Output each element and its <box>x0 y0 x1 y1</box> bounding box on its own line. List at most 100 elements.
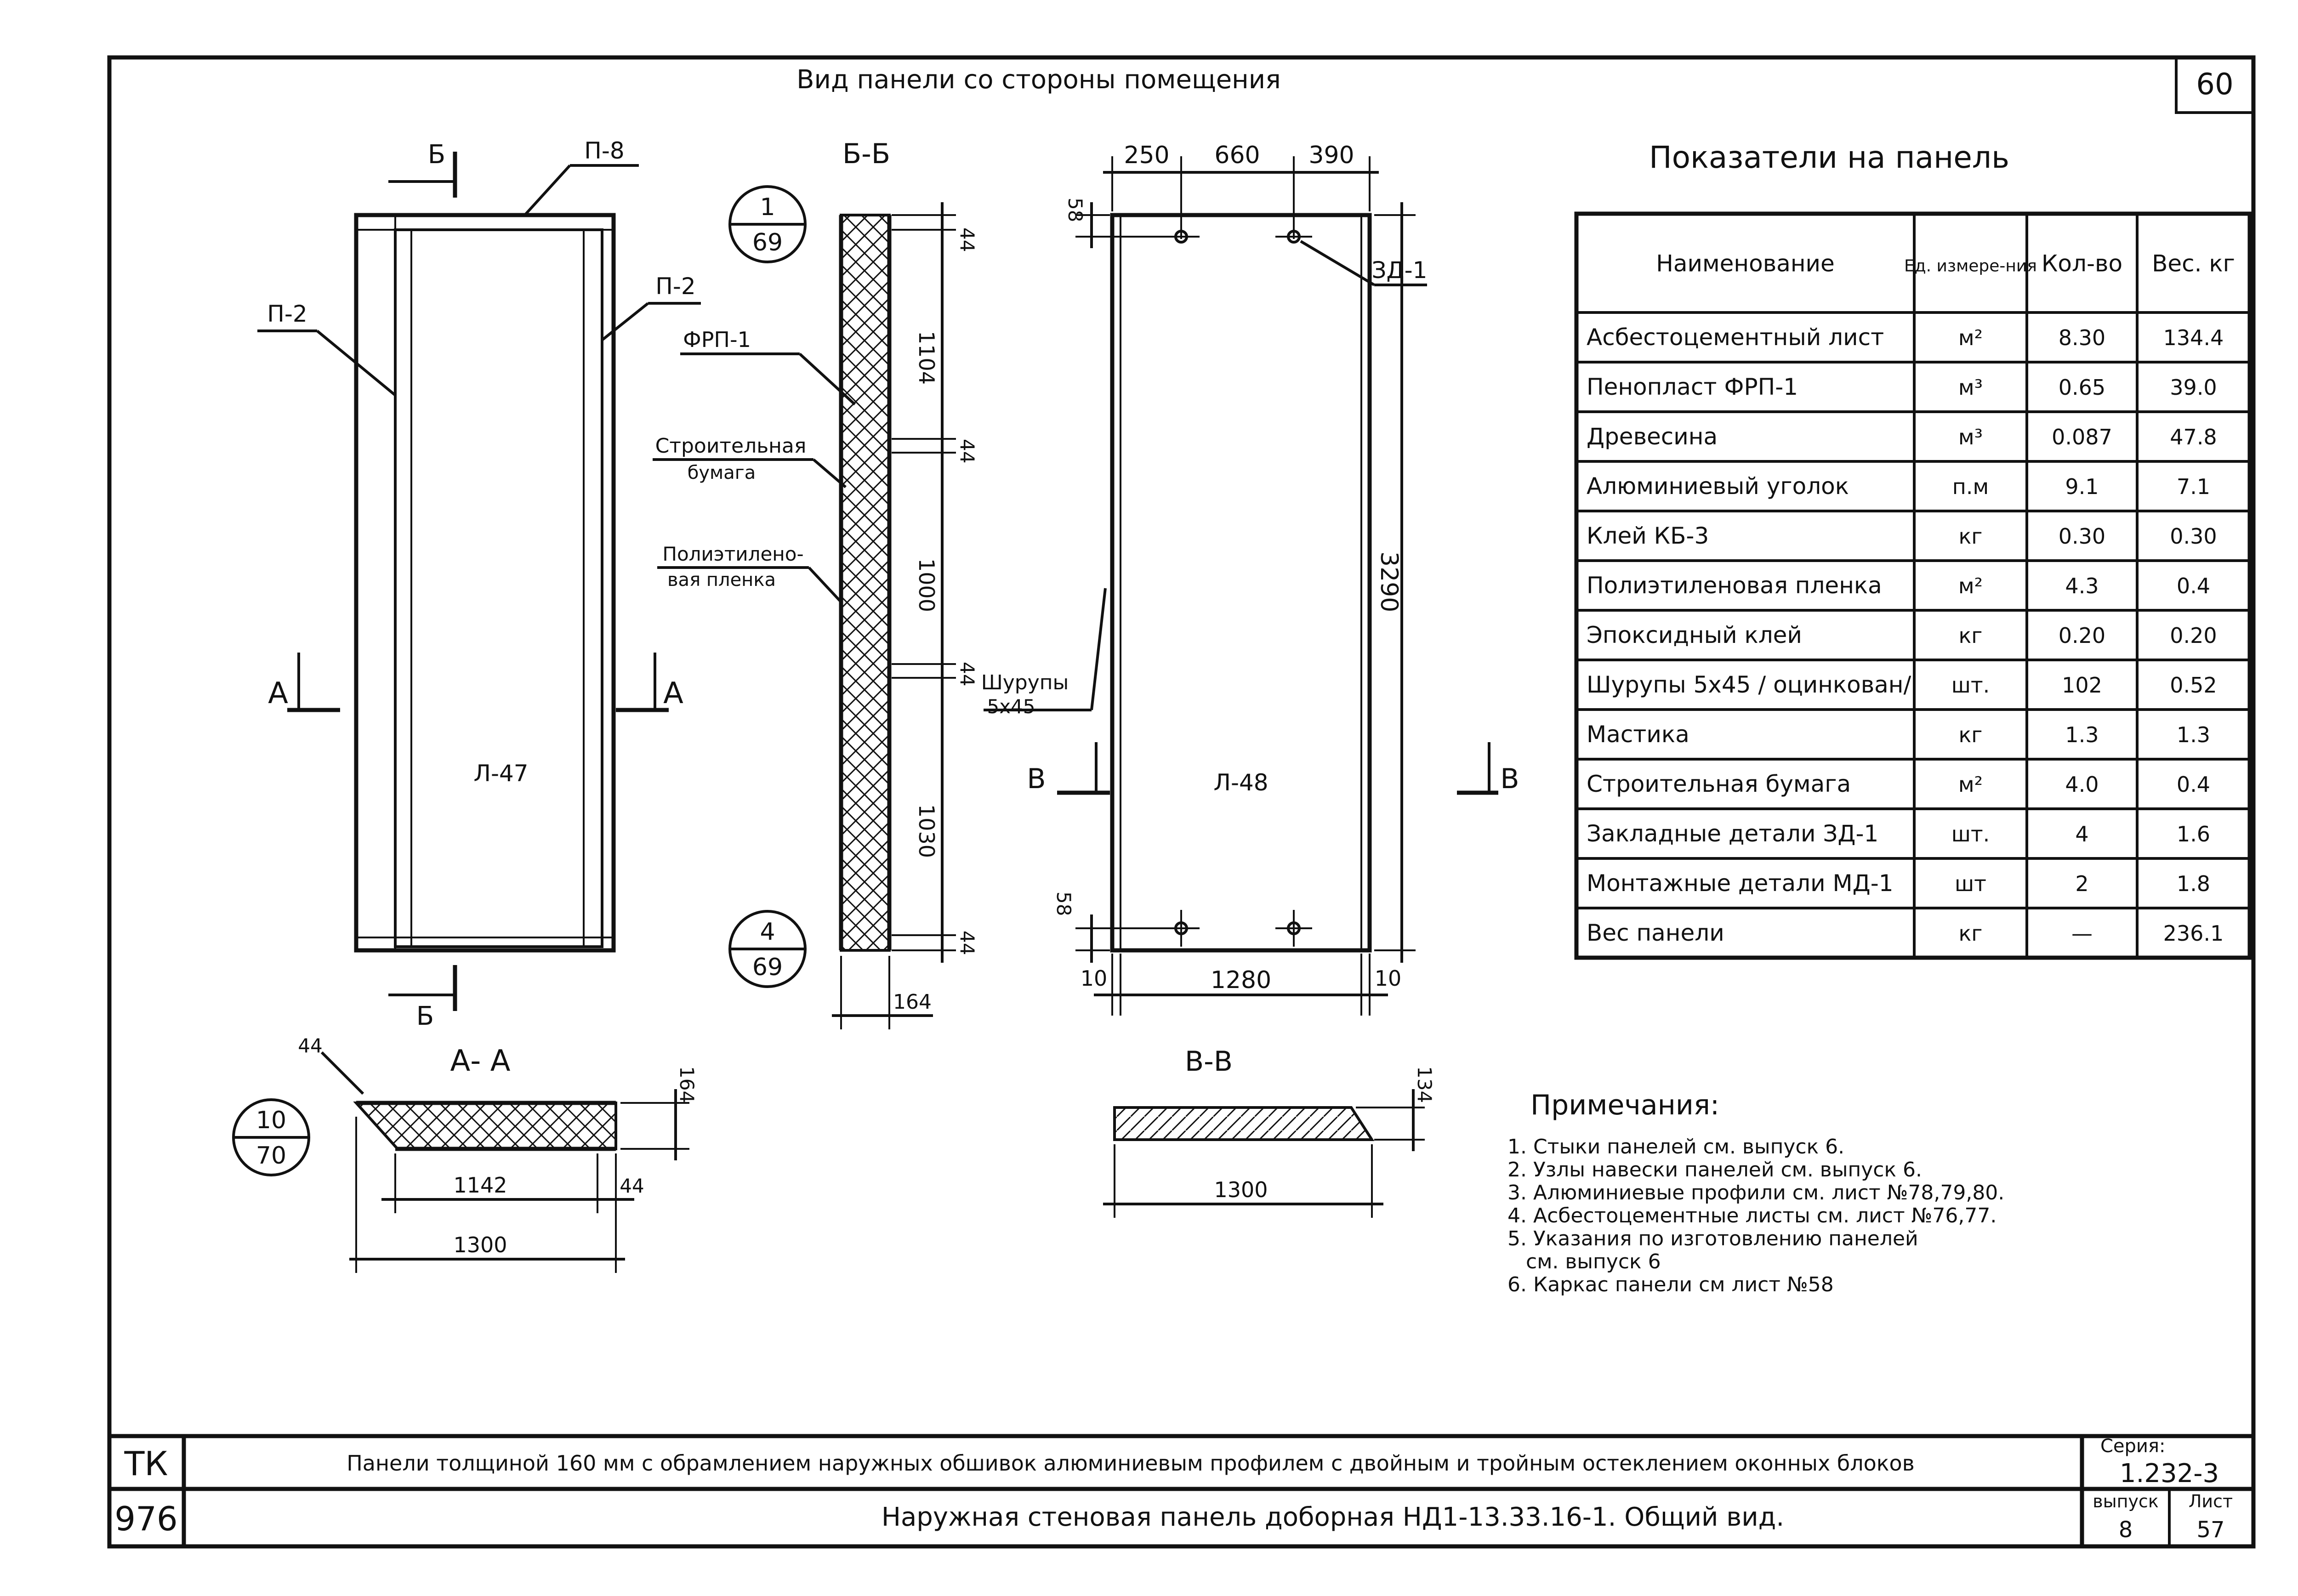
label-screws-1: Шурупы <box>981 671 1069 694</box>
dim-aa-right: 44 <box>620 1175 644 1197</box>
dim-bb-2: 44 <box>956 439 978 463</box>
table-cell: кг <box>1959 623 1983 648</box>
cut-v-left: В <box>1027 763 1046 795</box>
table-cell: Шурупы 5х45 / оцинкован/ <box>1587 671 1911 698</box>
sheet-border <box>107 55 2256 1549</box>
table-cell: 0.4 <box>2177 574 2210 598</box>
tb-series-label: Серия: <box>2100 1436 2165 1457</box>
table-cell: Полиэтиленовая пленка <box>1587 572 1882 599</box>
dim-bb-4: 44 <box>956 662 978 686</box>
table-cell: 47.8 <box>2170 425 2217 449</box>
section-vv: В-В 134 1300 <box>1103 1045 1436 1218</box>
notes: Примечания: 1. Стыки панелей см. выпуск … <box>1507 1089 2004 1296</box>
notes-title: Примечания: <box>1530 1089 1719 1121</box>
bottom-dim-1: 1280 <box>1211 966 1271 994</box>
table-cell: 0.4 <box>2177 772 2210 797</box>
table-cell: 7.1 <box>2177 474 2210 499</box>
section-aa-title: А- А <box>450 1044 511 1078</box>
table-header: Вес. кг <box>2152 250 2235 277</box>
table-cell: Эпоксидный клей <box>1587 622 1802 648</box>
dim-aa-inner: 1142 <box>453 1173 507 1198</box>
section-bb: Б-Б 1 69 4 69 ФРП-1 Строительная бумага … <box>653 138 978 1029</box>
cut-b-bottom-label: Б <box>416 1001 434 1031</box>
table-cell: 102 <box>2062 673 2102 698</box>
table-cell: 4 <box>2075 822 2088 846</box>
dim-aa-total: 1300 <box>453 1232 507 1257</box>
table-cell: 39.0 <box>2170 375 2217 400</box>
title-block: ТК 976 Панели толщиной 160 мм с обрамлен… <box>109 1434 2253 1546</box>
ref-bottom-den: 69 <box>752 954 783 981</box>
table-cell: 0.65 <box>2059 375 2105 400</box>
table-cell: 0.20 <box>2059 623 2105 648</box>
table-cell: 0.52 <box>2170 673 2217 698</box>
dim-bb-1: 1104 <box>914 331 939 385</box>
table-header: Кол-во <box>2042 250 2122 277</box>
table-cell: шт. <box>1951 673 1990 698</box>
indicators-title: Показатели на панель <box>1649 140 2009 175</box>
table-cell: 1.3 <box>2177 722 2210 747</box>
dim-bb-width: 164 <box>893 990 932 1014</box>
table-cell: м³ <box>1958 375 1983 400</box>
top-dim-1: 660 <box>1214 142 1260 169</box>
table-cell: Строительная бумага <box>1587 771 1851 797</box>
table-cell: — <box>2071 921 2093 946</box>
code-bottom: 976 <box>114 1499 177 1538</box>
table-cell: кг <box>1959 722 1983 747</box>
page-number: 60 <box>2196 68 2233 102</box>
table-cell: 8.30 <box>2059 325 2105 350</box>
table-cell: 0.087 <box>2052 425 2112 449</box>
elevation-left: Б Б П-8 П-2 П-2 А А Л-47 <box>257 137 701 1031</box>
table-cell: 0.30 <box>2059 524 2105 549</box>
dim-vv-total: 1300 <box>1214 1177 1268 1202</box>
top-dim-0: 250 <box>1124 142 1169 169</box>
note-2: 2. Узлы навески панелей см. выпуск 6. <box>1507 1158 1922 1181</box>
ref-top-num: 1 <box>760 193 775 221</box>
sheet-label-l47: Л-47 <box>473 760 528 787</box>
label-screws-2: 5х45 <box>987 695 1035 718</box>
tb-issue-value: 8 <box>2119 1517 2133 1543</box>
table-cell: Асбестоцементный лист <box>1587 324 1884 351</box>
table-cell: 4.0 <box>2065 772 2099 797</box>
label-zd1: ЗД-1 <box>1372 257 1428 284</box>
corner-dim-top: 58 <box>1064 198 1086 222</box>
table-cell: 0.30 <box>2170 524 2217 549</box>
table-cell: 4.3 <box>2065 574 2099 598</box>
dim-vv-height: 134 <box>1413 1066 1436 1103</box>
note-1: 1. Стыки панелей см. выпуск 6. <box>1507 1135 1844 1159</box>
cut-b-top-label: Б <box>428 140 445 170</box>
table-cell: шт <box>1955 871 1986 896</box>
table-cell: 1.6 <box>2177 822 2210 846</box>
table-cell: Пенопласт ФРП-1 <box>1587 374 1798 400</box>
table-cell: 134.4 <box>2163 325 2224 350</box>
elevation-right: 250 660 390 58 58 ЗД-1 3290 <box>1027 142 1519 1016</box>
label-frp: ФРП-1 <box>683 327 751 352</box>
side-dim: 3290 <box>1375 551 1403 612</box>
dim-bb-3: 1000 <box>914 558 939 612</box>
table-cell: кг <box>1959 921 1983 946</box>
ref-bottom-num: 4 <box>760 918 775 946</box>
bottom-dim-0: 10 <box>1081 966 1108 991</box>
sheet-label-l48: Л-48 <box>1213 769 1268 796</box>
dim-bb-0: 44 <box>956 227 978 252</box>
cut-a-left-label: А <box>268 676 288 710</box>
table-cell: м² <box>1958 574 1983 598</box>
bottom-dim-2: 10 <box>1375 966 1402 991</box>
note-6: 6. Каркас панели см лист №58 <box>1507 1273 1834 1296</box>
table-cell: Закладные детали ЗД-1 <box>1587 820 1878 847</box>
cut-a-right-label: А <box>663 676 683 710</box>
screws-leader: Шурупы 5х45 <box>981 588 1107 718</box>
table-cell: п.м <box>1952 474 1989 499</box>
table-cell: Клей КБ-3 <box>1587 523 1709 549</box>
ref-aa-den: 70 <box>256 1142 286 1170</box>
table-header: Наименование <box>1656 250 1835 277</box>
table-cell: м³ <box>1958 425 1983 449</box>
label-film-1: Полиэтилено- <box>662 543 803 565</box>
cut-v-right: В <box>1500 763 1519 795</box>
tb-drawing-title: Наружная стеновая панель доборная НД1-13… <box>882 1502 1784 1532</box>
table-cell: кг <box>1959 524 1983 549</box>
section-aa: А- А 10 70 44 164 1142 44 1300 <box>232 1034 698 1273</box>
dim-aa-edge: 44 <box>298 1034 322 1057</box>
tb-sheet-label: Лист <box>2189 1491 2233 1511</box>
tb-issue-label: выпуск <box>2093 1491 2159 1511</box>
